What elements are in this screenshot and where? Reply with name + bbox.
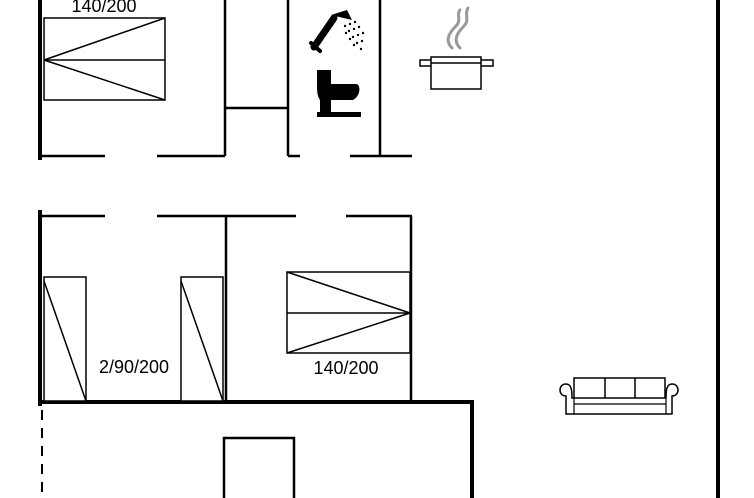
bed-single-left xyxy=(43,276,87,402)
bed-diagonal xyxy=(286,312,411,354)
bed-label-top: 140/200 xyxy=(71,0,136,16)
shower-icon xyxy=(309,10,365,53)
toilet-icon xyxy=(317,70,361,117)
bed-double-middle xyxy=(286,271,411,354)
bed-diagonal xyxy=(43,280,87,402)
bed-diagonal xyxy=(43,17,166,61)
fireplace xyxy=(222,436,296,498)
bed-single-right xyxy=(180,276,224,402)
cooking-pot-icon xyxy=(419,6,494,90)
bed-label-bunk: 2/90/200 xyxy=(99,357,169,377)
walls xyxy=(38,0,720,498)
bed-diagonal xyxy=(43,59,166,101)
bed-label-middle: 140/200 xyxy=(313,358,378,378)
sofa-icon xyxy=(559,377,679,415)
bed-diagonal xyxy=(286,271,411,314)
bed-diagonal xyxy=(180,280,224,402)
bed-frame xyxy=(43,17,166,101)
bed-double-top xyxy=(43,17,166,101)
